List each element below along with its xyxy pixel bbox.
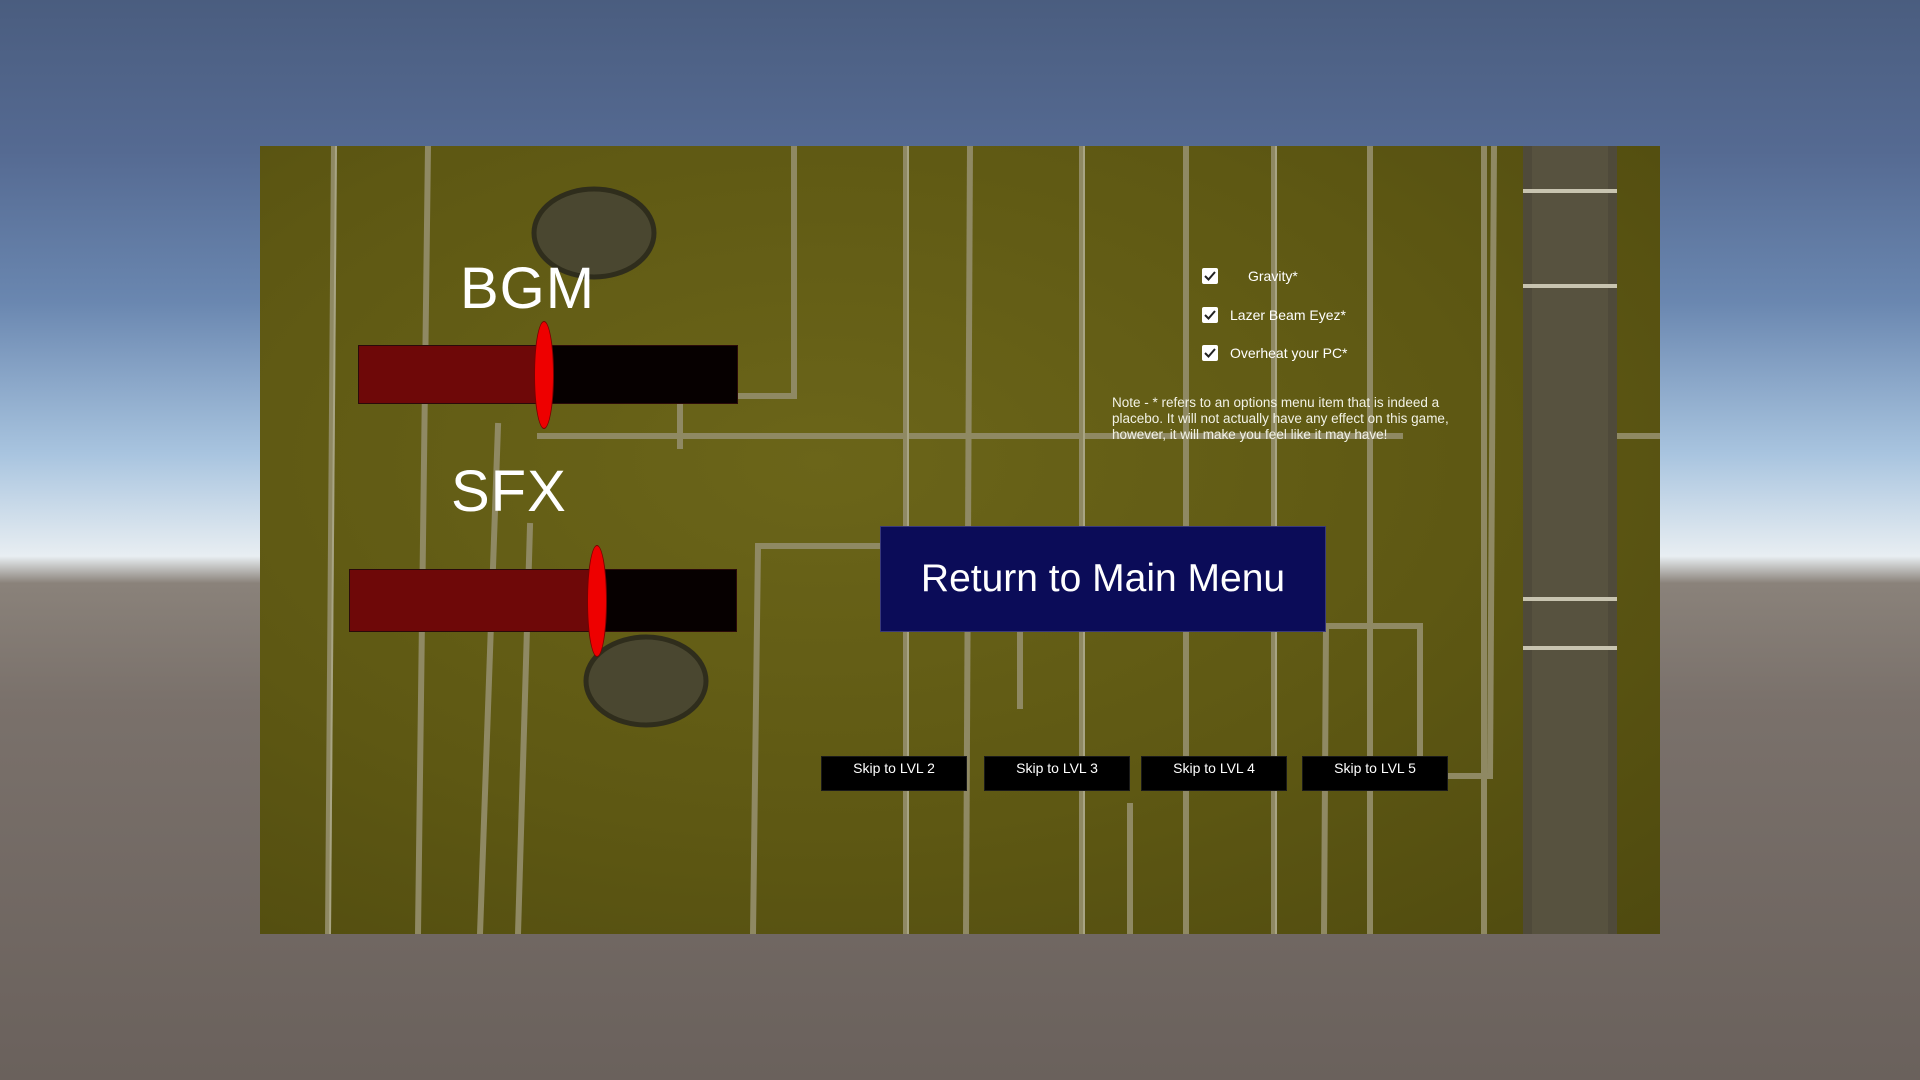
placebo-note: Note - * refers to an options menu item … — [1112, 395, 1449, 442]
checkmark-icon — [1204, 271, 1216, 281]
sfx-slider-fill — [350, 570, 598, 631]
skip-to-lvl-5-button[interactable]: Skip to LVL 5 — [1302, 756, 1448, 791]
return-to-main-menu-button[interactable]: Return to Main Menu — [880, 526, 1326, 632]
sfx-label: SFX — [451, 459, 567, 524]
sfx-slider-handle[interactable] — [587, 544, 608, 657]
skip-to-lvl-2-button[interactable]: Skip to LVL 2 — [821, 756, 967, 791]
skip-to-lvl-3-button[interactable]: Skip to LVL 3 — [984, 756, 1130, 791]
toggle-lazer-beam-eyez[interactable]: Lazer Beam Eyez* — [1202, 307, 1346, 323]
toggle-overheat-pc[interactable]: Overheat your PC* — [1202, 345, 1348, 361]
checkmark-icon — [1204, 348, 1216, 358]
lazer-beam-eyez-checkbox[interactable] — [1202, 307, 1218, 323]
overheat-pc-label: Overheat your PC* — [1230, 345, 1348, 361]
sfx-volume-slider[interactable] — [349, 544, 737, 657]
gravity-checkbox[interactable] — [1202, 268, 1218, 284]
options-panel: BGM SFX Gravity* Lazer Beam Eyez* Overhe… — [260, 146, 1660, 934]
checkmark-icon — [1204, 310, 1216, 320]
toggle-gravity[interactable]: Gravity* — [1202, 268, 1298, 284]
bgm-volume-slider[interactable] — [358, 320, 738, 429]
bgm-slider-fill — [359, 346, 545, 403]
bgm-label: BGM — [460, 256, 596, 321]
skip-to-lvl-4-button[interactable]: Skip to LVL 4 — [1141, 756, 1287, 791]
gravity-label: Gravity* — [1248, 268, 1298, 284]
overheat-pc-checkbox[interactable] — [1202, 345, 1218, 361]
lazer-beam-eyez-label: Lazer Beam Eyez* — [1230, 307, 1346, 323]
bgm-slider-handle[interactable] — [534, 320, 555, 429]
